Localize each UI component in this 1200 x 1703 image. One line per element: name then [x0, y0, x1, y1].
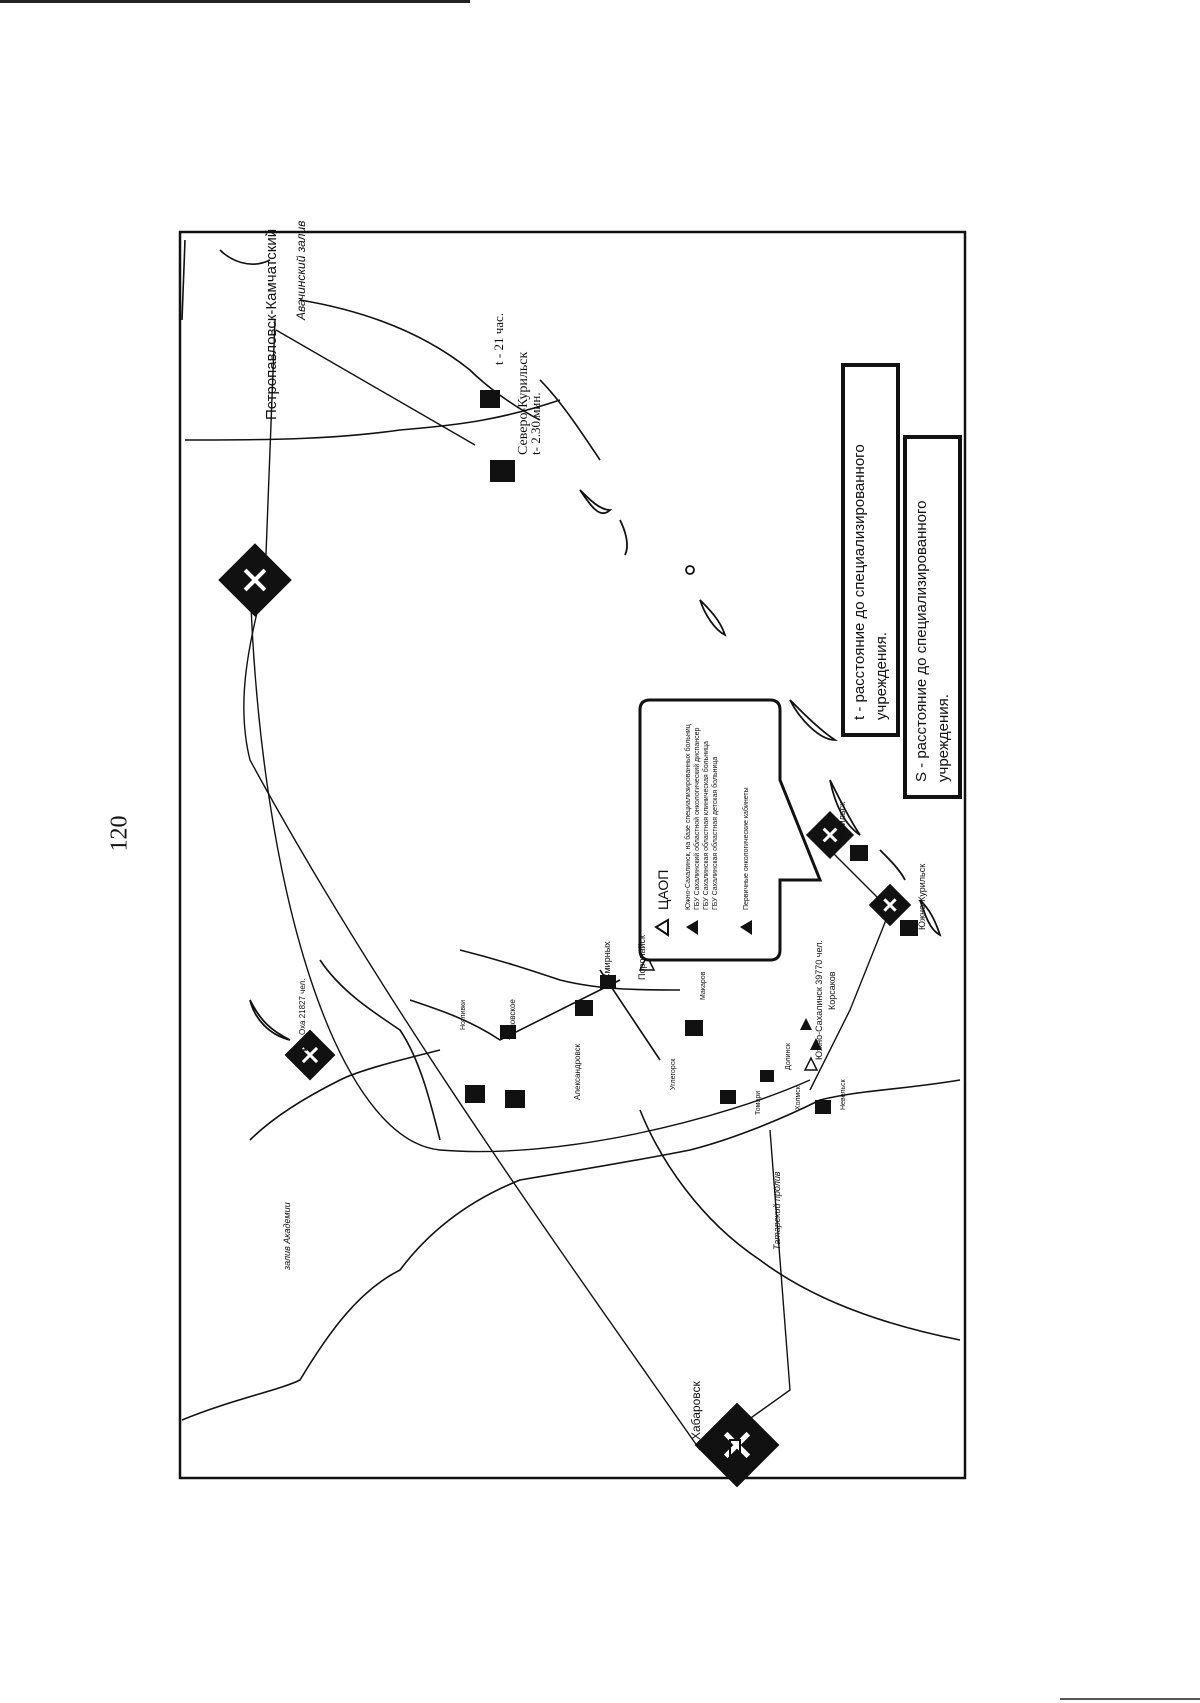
label-yuzhno-kurilsk: Южно-Курильск [917, 864, 927, 930]
label-aleksandrovsk: Александровск [573, 1043, 582, 1100]
label-petropavlovsk: Петропавловск-Камчатский [263, 229, 280, 420]
route-arc-sakhalin-petropavlovsk [249, 579, 811, 1153]
building-icons [465, 390, 918, 1114]
label-okha: Оха 21827 чел. [298, 979, 307, 1035]
label-dolinsk: Долинск [785, 1042, 792, 1070]
top-rule [0, 0, 470, 3]
label-yuzhno-sakhalinsk: Южно-Сахалинск 39770 чел. [814, 940, 824, 1060]
aircraft-diamond-2 [284, 1029, 336, 1081]
label-tomari: Томари [755, 1091, 762, 1115]
callout-item-3: ГБУ Сахалинская областная клиническая бо… [702, 741, 710, 910]
map-frame [178, 230, 967, 1480]
label-tatar-strait: Татарский пролив [772, 1171, 782, 1250]
legend-box-s [903, 435, 962, 799]
legend-t-line2: учреждения. [873, 632, 890, 720]
label-korsakov: Корсаков [827, 971, 837, 1010]
label-khabarovsk: Хабаровск [689, 1380, 703, 1440]
legend-box-t [841, 363, 900, 737]
triangle-markers [294, 954, 822, 1071]
label-severo-kurilsk: Северо-Курильск [516, 352, 531, 455]
label-poronaysk: Поронайск [637, 935, 647, 980]
callout-item-1: Южно-Сахалинск, на базе специализированн… [684, 724, 692, 910]
bottom-rule [1060, 1698, 1200, 1700]
route-petropavlovsk-severo [275, 329, 476, 446]
label-severo-time: t - 21 час. [491, 313, 506, 365]
callout-triangle-open [654, 918, 669, 937]
label-kholmsk: Холмск [795, 1085, 802, 1110]
legend-s-line2: учреждения. [935, 694, 952, 782]
callout-title: ЦАОП [655, 870, 671, 910]
label-smirnykh: Смирных [602, 941, 612, 980]
label-academy-bay: залив Академии [282, 1202, 292, 1271]
label-avacha-bay: Авачинский залив [294, 221, 308, 321]
kuril-islands [249, 489, 942, 1041]
label-kurilsk: Курильск [837, 802, 847, 840]
route-south [809, 849, 891, 1091]
legend-t-line1: t - расстояние до специализированного [851, 444, 868, 720]
label-severo-air: t- 2.30 мин. [528, 392, 543, 455]
label-nevelsk: Невельск [840, 1079, 847, 1110]
callout-item-2: ГБУ Сахалинский областной онкологический… [693, 728, 701, 910]
label-makarov: Макаров [700, 971, 707, 1000]
label-tymovskoe: Тымовское [508, 999, 517, 1040]
legend-s-line1: S - расстояние до специализированного [913, 500, 930, 782]
route-khabarovsk-petropavlovsk [243, 319, 701, 1451]
label-nogliki: Ногливки [460, 1000, 467, 1030]
label-uglegorsk: Углегорск [670, 1058, 677, 1090]
callout-triangle-filled [686, 920, 698, 935]
aircraft-diamond-4 [805, 810, 855, 860]
callout-item-5: Первичные онкологические кабинеты [742, 787, 750, 910]
callout-triangle-small [740, 920, 752, 935]
legend-t-text: t - расстояние до специализированного уч… [851, 440, 890, 720]
scale-marker [729, 1439, 741, 1465]
aircraft-diamond-1 [218, 543, 292, 617]
aircraft-diamond-3 [694, 1402, 780, 1488]
callout-box [638, 698, 823, 962]
legend-s-text: S - расстояние до специализированного уч… [913, 496, 952, 782]
routes [243, 319, 891, 1451]
callout-item-4: ГБУ Сахалинская областная детская больни… [711, 757, 719, 910]
coastlines [181, 239, 961, 1421]
aircraft-diamond-5 [868, 883, 912, 927]
